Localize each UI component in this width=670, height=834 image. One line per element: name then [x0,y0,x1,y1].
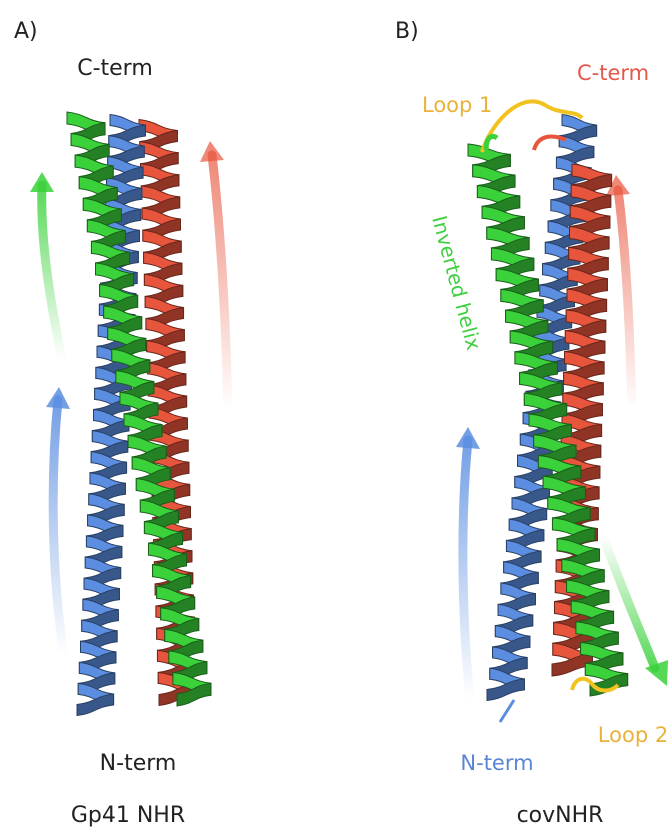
panel-a-cterm-label: C-term [77,56,153,81]
blue-nterm-tail [500,700,514,722]
panel-b-cterm-label: C-term [577,61,649,85]
panel-a-green-helix [67,112,211,706]
panel-a-nterm-label: N-term [100,751,177,776]
inverted-helix-label: Inverted helix [427,213,486,353]
loop1-green-end [486,136,497,150]
panel-b-red-arrow [606,175,632,410]
panel-b-blue-arrow [456,427,480,700]
panel-a-caption: Gp41 NHR [71,803,185,828]
loop1-label: Loop 1 [422,93,492,117]
panel-a-green-arrow [30,172,62,360]
panel-a-red-arrow [200,141,228,410]
panel-b-label: B) [395,19,419,44]
loop2-label: Loop 2 [598,723,668,747]
panel-b-caption: covNHR [517,803,604,828]
panel-b: B) Loop 1 C-term Inverted helix N-term L… [395,19,668,828]
panel-b-nterm-label: N-term [460,751,533,775]
panel-a: A) C-term N-term Gp41 NHR [14,19,228,828]
panel-a-blue-arrow [46,387,70,655]
panel-a-label: A) [14,19,38,44]
